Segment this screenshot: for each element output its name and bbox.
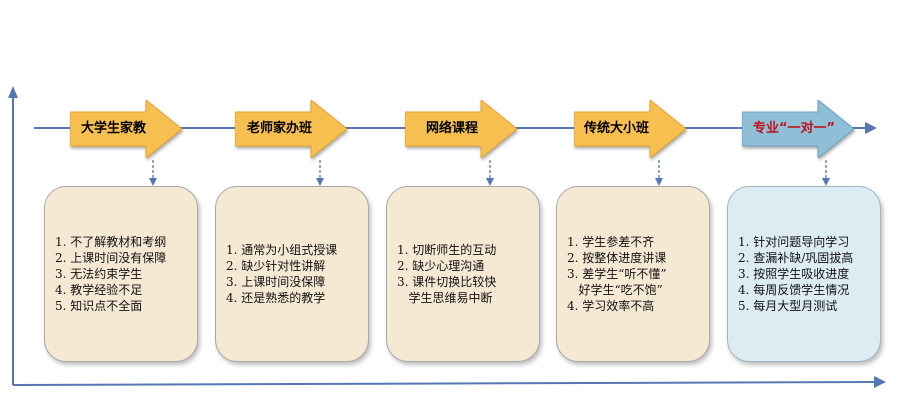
x-axis-arrowhead [874,376,886,388]
stage-list-2: 1. 通常为小组式授课 2. 缺少针对性讲解 3. 上课时间没保障 4. 还是熟… [226,242,362,306]
list-item: 4. 每周反馈学生情况 [738,283,850,297]
list-item: 1. 针对问题导向学习 [738,235,850,249]
list-item: 1. 不了解教材和考纲 [55,235,167,249]
stage-arrow-5 [742,100,854,158]
stage-arrow-1 [70,100,182,158]
stage-arrow-4 [574,100,686,158]
list-item: 1. 通常为小组式授课 [226,243,338,257]
list-item: 3. 无法约束学生 [55,267,143,281]
stage-card-3: 1. 切断师生的互动 2. 缺少心理沟通 3. 课件切换比较快 学生思维易中断 [386,186,540,362]
list-item: 3. 上课时间没保障 [226,275,326,289]
connector-1 [149,160,157,186]
connector-4 [655,160,663,186]
stage-card-4: 1. 学生参差不齐 2. 按整体进度讲课 3. 差学生“听不懂” 好学生“吃不饱… [556,186,710,362]
list-item: 3. 按照学生吸收进度 [738,267,850,281]
list-item: 2. 查漏补缺/巩固拔高 [738,251,854,265]
stage-label-2: 老师家办班 [247,121,313,136]
list-item: 好学生“吃不饱” [567,283,663,297]
list-item: 学生思维易中断 [397,291,493,305]
list-item: 2. 缺少心理沟通 [397,259,485,273]
list-item: 2. 上课时间没有保障 [55,251,167,265]
stage-list-5: 1. 针对问题导向学习 2. 查漏补缺/巩固拔高 3. 按照学生吸收进度 4. … [738,234,874,314]
stage-label-4: 传统大小班 [584,121,650,136]
stage-label-5: 专业“一对一” [753,121,836,136]
list-item: 4. 还是熟悉的教学 [226,291,326,305]
stage-arrow-3 [405,100,517,158]
stage-label-3: 网络课程 [426,121,479,136]
stage-card-2: 1. 通常为小组式授课 2. 缺少针对性讲解 3. 上课时间没保障 4. 还是熟… [215,186,369,362]
list-item: 1. 学生参差不齐 [567,235,655,249]
list-item: 1. 切断师生的互动 [397,243,497,257]
list-item: 4. 学习效率不高 [567,299,655,313]
stage-list-4: 1. 学生参差不齐 2. 按整体进度讲课 3. 差学生“听不懂” 好学生“吃不饱… [567,234,703,314]
list-item: 4. 教学经验不足 [55,283,143,297]
list-item: 2. 按整体进度讲课 [567,251,667,265]
x-axis [12,381,877,386]
stage-label-1: 大学生家教 [81,121,147,136]
timeline-arrowhead [865,122,877,134]
y-axis-arrowhead [8,86,18,98]
stage-arrow-2 [235,100,347,158]
connector-2 [316,160,324,186]
list-item: 3. 课件切换比较快 [397,275,497,289]
stage-list-3: 1. 切断师生的互动 2. 缺少心理沟通 3. 课件切换比较快 学生思维易中断 [397,242,533,306]
list-item: 2. 缺少针对性讲解 [226,259,326,273]
connector-5 [822,160,830,186]
list-item: 5. 知识点不全面 [55,299,143,313]
list-item: 3. 差学生“听不懂” [567,267,667,281]
stage-card-5: 1. 针对问题导向学习 2. 查漏补缺/巩固拔高 3. 按照学生吸收进度 4. … [727,186,881,362]
connector-3 [486,160,494,186]
stage-card-1: 1. 不了解教材和考纲 2. 上课时间没有保障 3. 无法约束学生 4. 教学经… [44,186,198,362]
stage-list-1: 1. 不了解教材和考纲 2. 上课时间没有保障 3. 无法约束学生 4. 教学经… [55,234,191,314]
list-item: 5. 每月大型月测试 [738,299,838,313]
